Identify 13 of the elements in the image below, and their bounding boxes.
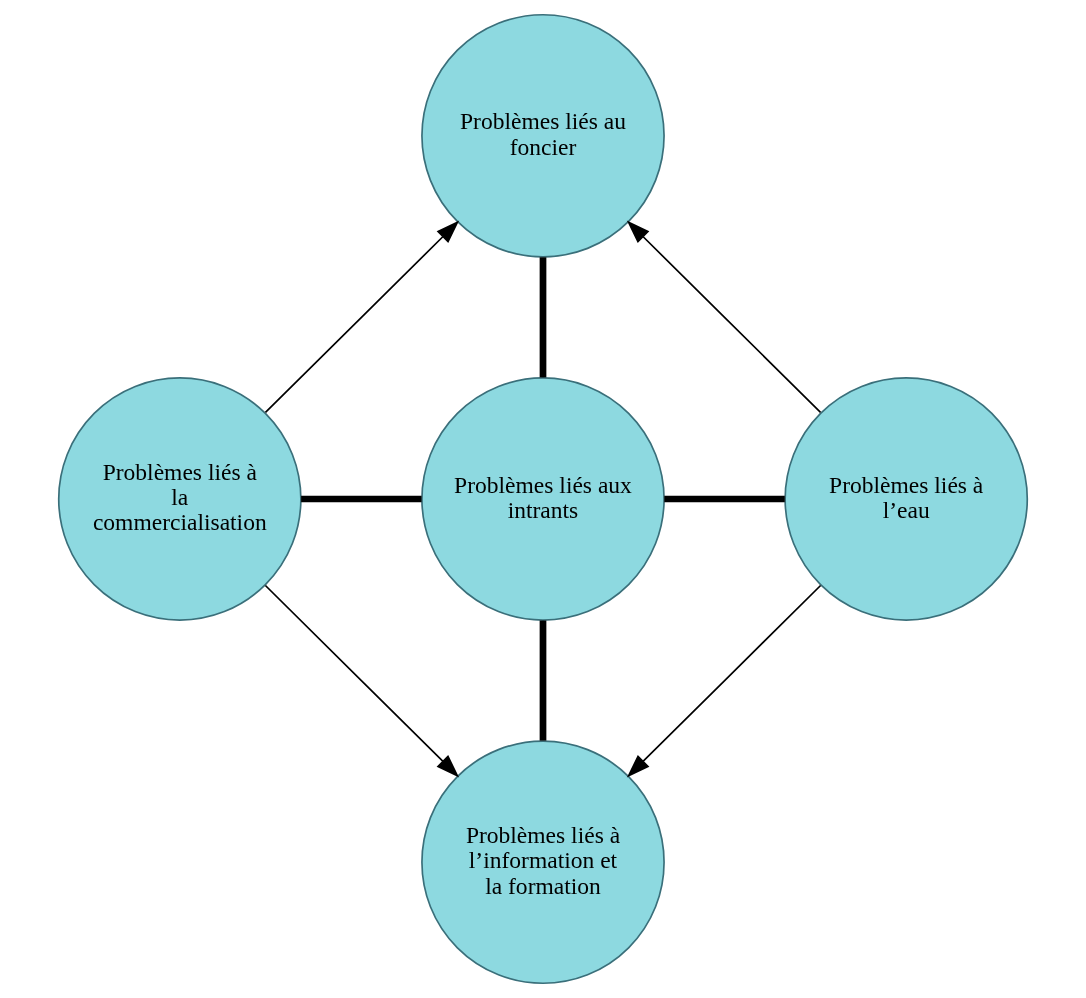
- node-circle: Problèmes liés à l’information et la formation: [421, 740, 665, 985]
- node-circle: Problèmes liés aux intrants: [421, 377, 665, 621]
- arrow: [626, 220, 822, 414]
- connector: [539, 620, 547, 741]
- node-circle: Problèmes liés au foncier: [421, 13, 665, 258]
- connector: [539, 257, 547, 378]
- node-circle: Problèmes liés à l’eau: [784, 377, 1029, 621]
- arrow: [626, 584, 822, 778]
- arrow: [264, 584, 460, 778]
- node-circle: Problèmes liés à la commercialisation: [57, 377, 302, 621]
- connector: [664, 495, 785, 503]
- arrow: [264, 220, 460, 414]
- connector: [301, 495, 422, 503]
